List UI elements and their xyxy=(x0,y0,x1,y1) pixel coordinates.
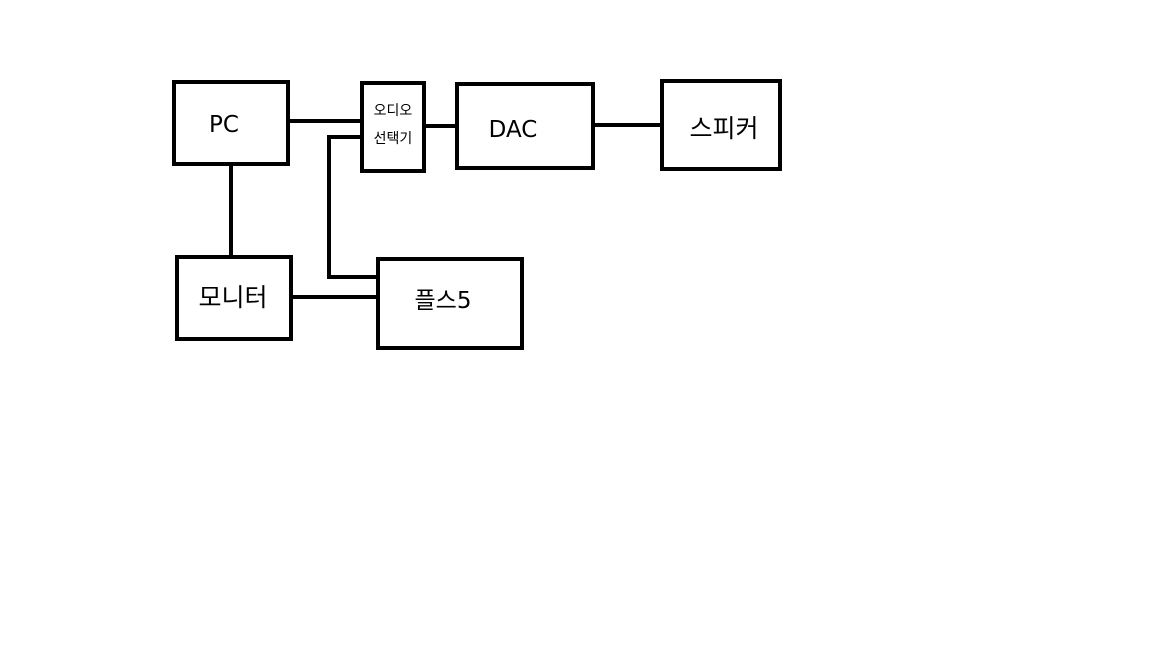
pc-box xyxy=(172,80,290,166)
dac-node: DAC xyxy=(455,82,595,170)
speaker-label: 스피커 xyxy=(689,114,758,143)
monitor-node: 모니터 xyxy=(175,255,293,341)
connections xyxy=(229,119,664,299)
speaker-box xyxy=(660,79,782,171)
audio-selector-label-line2: 선택기 xyxy=(374,131,413,147)
audio-selector-box xyxy=(360,81,426,173)
monitor-label: 모니터 xyxy=(198,283,267,312)
dac-label: DAC xyxy=(489,117,538,143)
monitor-box xyxy=(175,255,293,341)
pc-label: PC xyxy=(209,112,239,138)
ps5-box xyxy=(376,257,524,350)
audio-selector-node: 오디오 선택기 xyxy=(360,81,426,173)
dac-box xyxy=(455,82,595,170)
speaker-node: 스피커 xyxy=(660,79,782,171)
audio-selector-label-line1: 오디오 xyxy=(374,103,413,119)
pc-node: PC xyxy=(172,80,290,166)
ps5-label: 플스5 xyxy=(415,288,472,314)
wire-ps5-to-audio-selector xyxy=(327,135,380,279)
ps5-node: 플스5 xyxy=(376,257,524,350)
